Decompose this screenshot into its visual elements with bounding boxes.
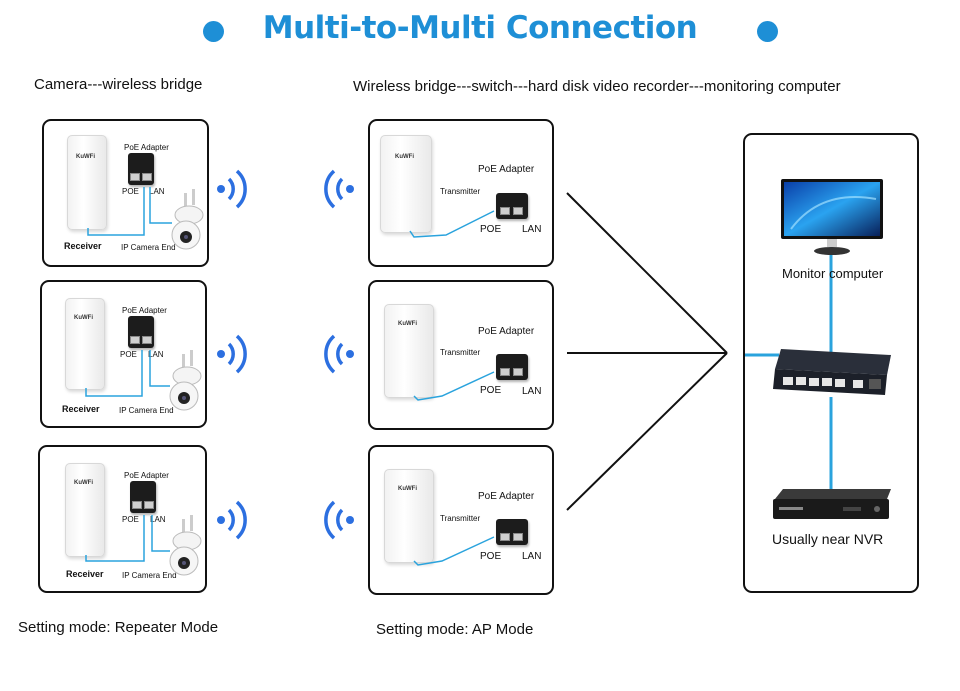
brand-label: KuWFi bbox=[74, 480, 93, 486]
title-bullet-right bbox=[757, 21, 778, 42]
poe-adapter-label: PoE Adapter bbox=[124, 143, 169, 152]
poe-port-label: POE bbox=[122, 187, 139, 196]
poe-adapter bbox=[496, 354, 528, 380]
poe-port-label: POE bbox=[480, 385, 502, 396]
poe-adapter bbox=[496, 519, 528, 545]
poe-port-label: POE bbox=[480, 551, 502, 562]
wifi-signal-in-icon bbox=[324, 334, 354, 374]
device-panel: Monitor computer Usually near NVR bbox=[743, 133, 919, 593]
cable-lines bbox=[413, 536, 495, 566]
brand-label: KuWFi bbox=[395, 154, 414, 160]
cable-lines bbox=[85, 350, 170, 397]
poe-port-label: POE bbox=[120, 350, 137, 359]
cable-lines bbox=[87, 187, 172, 236]
poe-port-label: POE bbox=[480, 224, 502, 235]
brand-label: KuWFi bbox=[74, 315, 93, 321]
wifi-signal-out-icon bbox=[217, 334, 247, 374]
wireless-bridge-receiver: KuWFi bbox=[65, 463, 105, 557]
poe-adapter-label: PoE Adapter bbox=[478, 491, 535, 502]
transmitter-panel: KuWFi PoE Adapter Transmitter POE LAN bbox=[368, 280, 554, 430]
ip-camera-label: IP Camera End bbox=[119, 406, 174, 415]
device-cable-lines bbox=[745, 245, 833, 491]
receiver-label: Receiver bbox=[64, 241, 102, 251]
wireless-bridge-transmitter: KuWFi bbox=[384, 304, 434, 398]
transmitter-label: Transmitter bbox=[440, 348, 481, 357]
lan-port-label: LAN bbox=[522, 551, 542, 562]
lan-port-label: LAN bbox=[522, 224, 542, 235]
caption-camera-bridge: Camera---wireless bridge bbox=[34, 76, 203, 93]
nvr-recorder-icon bbox=[773, 489, 891, 519]
receiver-panel: KuWFi PoE Adapter POE LAN Receiver IP Ca… bbox=[40, 280, 207, 428]
ip-camera-icon bbox=[169, 515, 202, 576]
caption-ap-mode: Setting mode: AP Mode bbox=[376, 621, 534, 638]
cable-lines bbox=[85, 515, 170, 562]
wireless-bridge-transmitter: KuWFi bbox=[384, 469, 434, 563]
brand-label: KuWFi bbox=[398, 321, 417, 327]
monitor-icon bbox=[781, 179, 883, 255]
lan-port-label: LAN bbox=[522, 386, 542, 397]
poe-adapter bbox=[130, 481, 156, 513]
title-bullet-left bbox=[203, 21, 224, 42]
transmitter-label: Transmitter bbox=[440, 187, 481, 196]
page-title: Multi-to-Multi Connection bbox=[262, 10, 698, 46]
poe-adapter bbox=[128, 153, 154, 185]
wireless-bridge-transmitter: KuWFi bbox=[380, 135, 432, 233]
poe-adapter-label: PoE Adapter bbox=[478, 164, 535, 175]
nvr-label: Usually near NVR bbox=[771, 531, 885, 547]
title-row: Multi-to-Multi Connection bbox=[0, 6, 960, 50]
ip-camera-icon bbox=[171, 189, 204, 250]
poe-adapter-label: PoE Adapter bbox=[122, 306, 167, 315]
receiver-panel: KuWFi PoE Adapter POE LAN Receiver IP Ca… bbox=[38, 445, 207, 593]
lan-port-label: LAN bbox=[149, 187, 165, 196]
network-switch-icon bbox=[773, 349, 891, 395]
caption-repeater-mode: Setting mode: Repeater Mode bbox=[18, 619, 219, 636]
cable-lines bbox=[409, 210, 495, 238]
brand-label: KuWFi bbox=[398, 486, 417, 492]
transmitter-label: Transmitter bbox=[440, 514, 481, 523]
brand-label: KuWFi bbox=[76, 154, 95, 160]
wifi-signal-out-icon bbox=[217, 169, 247, 209]
poe-adapter-label: PoE Adapter bbox=[478, 326, 535, 337]
ip-camera-icon bbox=[169, 350, 202, 411]
lan-port-label: LAN bbox=[150, 515, 166, 524]
receiver-label: Receiver bbox=[62, 404, 100, 414]
ip-camera-label: IP Camera End bbox=[121, 243, 176, 252]
monitor-label: Monitor computer bbox=[782, 266, 884, 281]
poe-port-label: POE bbox=[122, 515, 139, 524]
wifi-signal-in-icon bbox=[324, 500, 354, 540]
ip-camera-label: IP Camera End bbox=[122, 571, 177, 580]
wireless-bridge-receiver: KuWFi bbox=[65, 298, 105, 390]
wifi-signal-in-icon bbox=[324, 169, 354, 209]
poe-adapter bbox=[128, 316, 154, 348]
poe-adapter-label: PoE Adapter bbox=[124, 471, 169, 480]
transmitter-panel: KuWFi PoE Adapter Transmitter POE LAN bbox=[368, 445, 554, 595]
receiver-label: Receiver bbox=[66, 569, 104, 579]
poe-adapter bbox=[496, 193, 528, 219]
transmitter-panel: KuWFi PoE Adapter Transmitter POE LAN bbox=[368, 119, 554, 267]
receiver-panel: KuWFi PoE Adapter POE LAN Receiver IP Ca… bbox=[42, 119, 209, 267]
cable-lines bbox=[413, 371, 495, 401]
wireless-bridge-receiver: KuWFi bbox=[67, 135, 107, 230]
caption-bridge-chain: Wireless bridge---switch---hard disk vid… bbox=[353, 78, 841, 95]
wifi-signal-out-icon bbox=[217, 500, 247, 540]
lan-port-label: LAN bbox=[148, 350, 164, 359]
